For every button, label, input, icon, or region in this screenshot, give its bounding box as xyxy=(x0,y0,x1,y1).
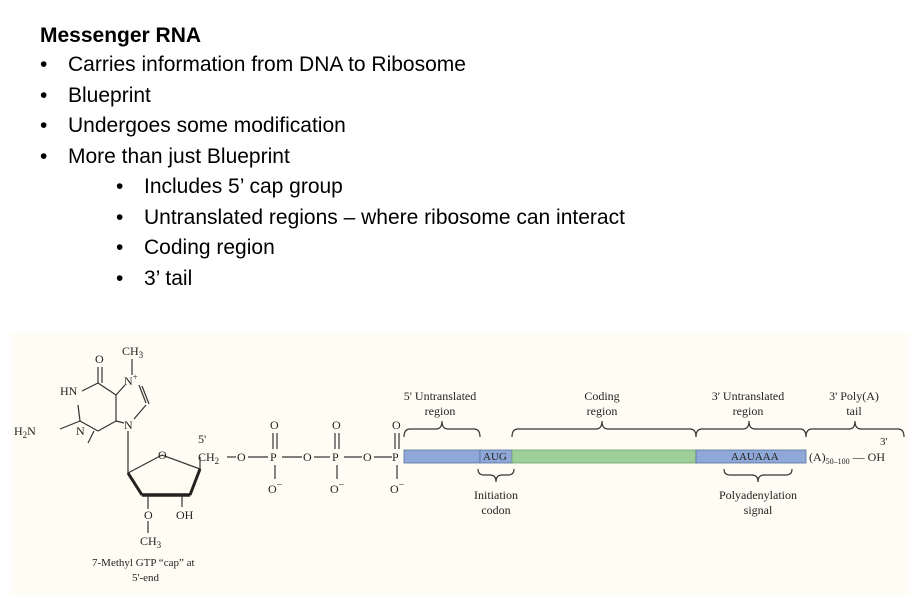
initiation-label-line2: codon xyxy=(481,503,510,517)
bullet-item: Carries information from DNA to Ribosome xyxy=(40,50,900,81)
slide-title: Messenger RNA xyxy=(40,24,202,47)
brace-initiation xyxy=(477,468,515,483)
bond xyxy=(81,382,99,392)
o-minus-label: O− xyxy=(330,480,345,496)
hn-label: HN xyxy=(60,384,78,398)
utr3-bar xyxy=(695,449,807,464)
bond xyxy=(141,385,150,405)
utr5-bar xyxy=(403,449,481,464)
bond xyxy=(77,404,81,422)
bond xyxy=(79,420,99,432)
utr5-label-line1: 5' Untranslated xyxy=(404,389,476,403)
ch3-bottom-label: CH3 xyxy=(140,534,162,550)
brace-coding xyxy=(511,420,697,438)
o-link-label: O xyxy=(237,450,246,464)
five-prime-label: 5' xyxy=(198,432,206,446)
bond xyxy=(133,404,147,420)
cap-caption-line1: 7-Methyl GTP “cap” at xyxy=(92,557,195,569)
ch2-label: CH2 xyxy=(198,450,219,466)
bond xyxy=(115,420,125,424)
sub-bullet-item: Includes 5’ cap group xyxy=(116,172,900,203)
o-link-label: O xyxy=(363,450,372,464)
bond xyxy=(87,430,95,444)
sub-bullet-item: Coding region xyxy=(116,233,900,264)
bullet-list: Carries information from DNA to Ribosome… xyxy=(40,50,900,172)
sub-bullet-item: Untranslated regions – where ribosome ca… xyxy=(116,203,900,234)
utr5-label-line2: region xyxy=(425,404,456,418)
polyadenylation-label-line1: Polyadenylation xyxy=(719,488,797,502)
coding-bar xyxy=(511,449,697,464)
cap-structure: CH3 N+ O HN H2N N N 5' CH2 O P O P O P O… xyxy=(14,344,405,584)
o-double-label: O xyxy=(392,418,401,432)
o-double-label: O xyxy=(332,418,341,432)
o-methyl-label: O xyxy=(144,508,153,522)
initiation-label-line1: Initiation xyxy=(474,488,518,502)
mrna-strand: AUG AAUAAA (A)50–100— OH 3' xyxy=(403,436,888,466)
ring-oxygen-label: O xyxy=(158,448,167,462)
bond xyxy=(138,384,147,404)
phosphorus-label: P xyxy=(270,450,277,464)
phosphorus-label: P xyxy=(332,450,339,464)
bullet-item: Blueprint xyxy=(40,81,900,112)
brace-polyadenylation xyxy=(723,468,793,483)
slide-text: Messenger RNA Carries information from D… xyxy=(40,22,900,294)
n-lower-label: N xyxy=(76,424,85,438)
bond xyxy=(115,384,126,396)
ribose-bold-edge xyxy=(188,468,202,496)
polyadenylation-sequence-label: AAUAAA xyxy=(731,451,779,463)
polya-label-line2: tail xyxy=(846,404,862,418)
coding-label-line2: region xyxy=(587,404,618,418)
bond xyxy=(97,420,117,432)
sub-bullet-list: Includes 5’ cap group Untranslated regio… xyxy=(116,172,900,294)
bullet-item: Undergoes some modification xyxy=(40,111,900,142)
three-prime-label: 3' xyxy=(880,436,888,448)
o-minus-label: O− xyxy=(268,480,283,496)
n-glycosidic-label: N xyxy=(124,418,133,432)
utr3-label-line2: region xyxy=(733,404,764,418)
ribose-bold-edge xyxy=(126,472,144,496)
start-codon-label: AUG xyxy=(483,451,507,463)
ch3-top-label: CH3 xyxy=(122,344,144,360)
bullet-item: More than just Blueprint xyxy=(40,142,900,173)
sub-bullet-item: 3’ tail xyxy=(116,264,900,295)
o-link-label: O xyxy=(303,450,312,464)
cap-caption-line2: 5'-end xyxy=(132,572,160,584)
bond xyxy=(59,420,81,430)
brace-utr5 xyxy=(403,420,481,438)
phosphorus-label: P xyxy=(392,450,399,464)
brace-polya xyxy=(805,420,905,438)
mrna-diagram: CH3 N+ O HN H2N N N 5' CH2 O P O P O P O… xyxy=(12,333,908,595)
bond xyxy=(97,382,117,396)
bottom-braces xyxy=(477,468,793,483)
nplus-label: N+ xyxy=(124,372,138,388)
coding-label-line1: Coding xyxy=(584,389,619,403)
region-labels: 5' Untranslated region Coding region 3' … xyxy=(404,389,879,517)
utr3-label-line1: 3' Untranslated xyxy=(712,389,784,403)
top-braces xyxy=(403,420,905,438)
oh-label: OH xyxy=(176,508,194,522)
brace-utr3 xyxy=(695,420,807,438)
o-double-label: O xyxy=(270,418,279,432)
polya-label-line1: 3' Poly(A) xyxy=(829,389,879,403)
o-minus-label: O− xyxy=(390,480,405,496)
polya-label: (A)50–100— OH xyxy=(809,450,885,466)
mrna-diagram-svg: CH3 N+ O HN H2N N N 5' CH2 O P O P O P O… xyxy=(14,344,905,584)
h2n-label: H2N xyxy=(14,424,36,440)
o-top-label: O xyxy=(95,352,104,366)
polyadenylation-label-line2: signal xyxy=(744,503,773,517)
